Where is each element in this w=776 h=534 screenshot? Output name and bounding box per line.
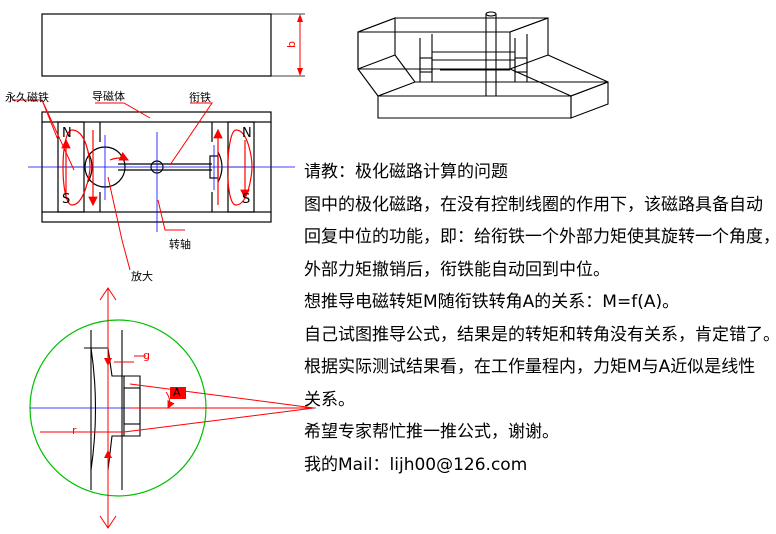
text-line: 想推导电磁转矩M随衔铁转角A的关系：M=f(A)。 (304, 292, 680, 312)
leader-lines (12, 99, 213, 271)
isometric-view (357, 11, 609, 119)
text-line: 图中的极化磁路，在没有控制线圈的作用下，该磁路具备自动 (304, 194, 763, 215)
pole-n-left: N (62, 126, 72, 141)
label-dimension-b: b (284, 41, 298, 48)
text-line: 自己试图推导公式，结果是的转矩和转角没有关系，肯定错了。 (304, 324, 776, 345)
question-text: 请教：极化磁路计算的问题 图中的极化磁路，在没有控制线圈的作用下，该磁路具备自动… (304, 156, 776, 481)
text-line: 关系。 (304, 389, 355, 410)
label-radius-r: r (72, 424, 77, 437)
pole-s-left: S (62, 192, 71, 207)
text-line: 根据实际测试结果看，在工作量程内，力矩M与A近似是线性 (304, 357, 756, 377)
pole-n-right: N (242, 126, 252, 141)
text-line-email: 我的Mail：lijh00@126.com (304, 454, 528, 475)
magnified-detail (29, 287, 316, 529)
pole-s-right: S (242, 192, 251, 207)
text-line: 希望专家帮忙推一推公式，谢谢。 (304, 422, 559, 442)
label-gap-g: g (143, 349, 150, 362)
text-line: 外部力矩撤销后，衔铁能自动回到中位。 (304, 259, 610, 280)
flux-paths (61, 128, 253, 207)
angle-a-badge (170, 387, 186, 399)
label-shaft: 转轴 (169, 238, 191, 251)
label-permanent-magnet: 永久磁铁 (5, 91, 49, 104)
flux-arrows-magnified (104, 358, 112, 458)
top-view (41, 13, 305, 77)
dimension-b-line (297, 14, 303, 76)
label-magnify: 放大 (131, 270, 153, 283)
label-armature: 衔铁 (189, 91, 211, 104)
text-line-title: 请教：极化磁路计算的问题 (304, 162, 508, 182)
label-magnetic-conductor: 导磁体 (92, 90, 125, 103)
label-angle-a: A (173, 386, 181, 399)
text-line: 回复中位的功能，即：给衔铁一个外部力矩使其旋转一个角度， (304, 227, 776, 247)
